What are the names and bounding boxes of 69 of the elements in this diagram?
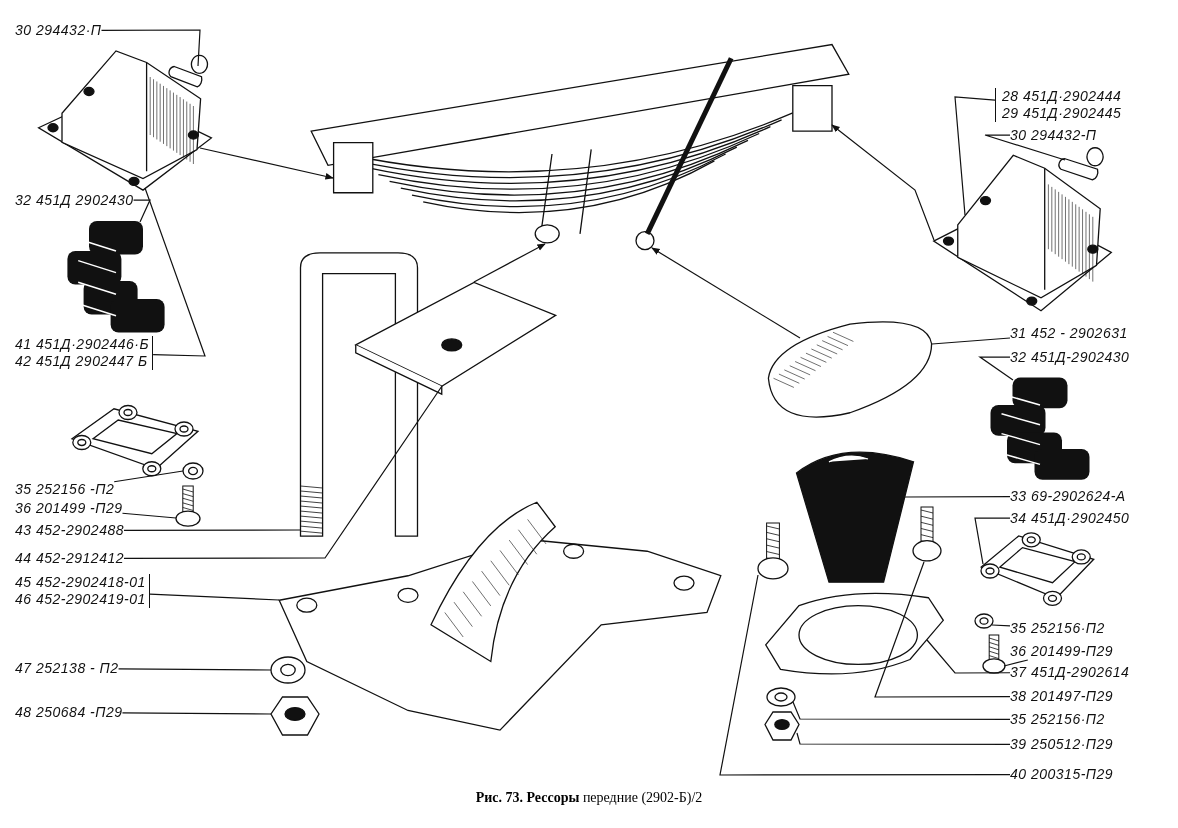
part-number-label: 30 294432-П [1010,127,1097,144]
bracket [995,88,1122,122]
leader-line [926,639,1011,674]
leader-line [904,496,1011,498]
washer-drawing [974,613,994,629]
part-number-label: 43 452-2902488 [15,522,124,539]
leader-line [121,712,272,715]
leader-line [149,593,280,601]
arrow [473,243,546,283]
part-number-label: 35 252156·П2 [1010,620,1105,637]
part-number-label: 28 451Д·2902444 [1002,88,1122,105]
part-number-label: 42 451Д 2902447 Б [15,353,149,370]
bracket [15,336,154,370]
leader-line [954,96,996,216]
part-number-label: 35 252156·П2 [1010,711,1105,728]
leader-line [984,134,1066,161]
part-number-label: 48 250684 -П29 [15,704,123,721]
washer-drawing [766,687,796,707]
leader-line [874,561,1011,698]
leader-line [121,512,177,519]
part-number-label: 32 451Д 2902430 [15,192,134,209]
leader-line [113,470,184,483]
part-number-label: 44 452-2912412 [15,550,124,567]
leader-line [123,529,301,531]
leader-line [133,199,151,223]
part-number-label: 39 250512·П29 [1010,736,1114,753]
bracket [15,574,150,608]
mount-drawing [35,48,215,193]
bolt-drawing [982,634,1006,674]
leader-line [100,29,201,67]
part-number-label: 41 451Д·2902446·Б [15,336,150,353]
arrow [199,147,334,180]
washer-drawing [270,656,306,684]
nut-drawing [764,711,800,741]
part-number-label: 45 452-2902418-01 [15,574,146,591]
bolt-drawing [912,506,942,562]
part-number-label: 32 451Д-2902430 [1010,349,1130,366]
part-number-label: 38 201497-П29 [1010,688,1114,705]
part-number-label: 37 451Д-2902614 [1010,664,1130,681]
part-number-label: 36 201499 -П29 [15,500,123,517]
part-number-label: 35 252156 -П2 [15,481,115,498]
figure-caption: Рис. 73. Рессоры передние (2902-Б)/2 [475,790,703,805]
leader-line [974,517,1011,565]
leader-line [792,701,1011,720]
bolt-drawing [175,485,201,527]
leader-line [796,732,1011,745]
part-number-label: 33 69-2902624-А [1010,488,1126,505]
part-number-label: 30 294432·П [15,22,102,39]
nut-drawing [270,696,320,736]
part-number-label: 29 451Д·2902445 [1002,105,1122,122]
leader-line [117,668,272,671]
washer-drawing [182,462,204,480]
part-number-label: 46 452-2902419-01 [15,591,146,608]
leader-line [123,385,443,559]
part-number-label: 31 452 - 2902631 [1010,325,1128,342]
leader-line [144,187,206,357]
leader-line [931,337,1011,345]
leader-line [719,574,1011,776]
part-number-label: 47 252138 - П2 [15,660,119,677]
leader-line [1003,659,1029,667]
leader-line [978,356,1014,381]
arrow [831,124,935,241]
part-number-label: 36 201499-П29 [1010,643,1114,660]
arrow [651,247,801,339]
bolt-drawing [757,522,789,580]
leader-line [991,624,1011,627]
mount-drawing [930,152,1115,314]
part-number-label: 34 451Д·2902450 [1010,510,1130,527]
part-number-label: 40 200315-П29 [1010,766,1114,783]
